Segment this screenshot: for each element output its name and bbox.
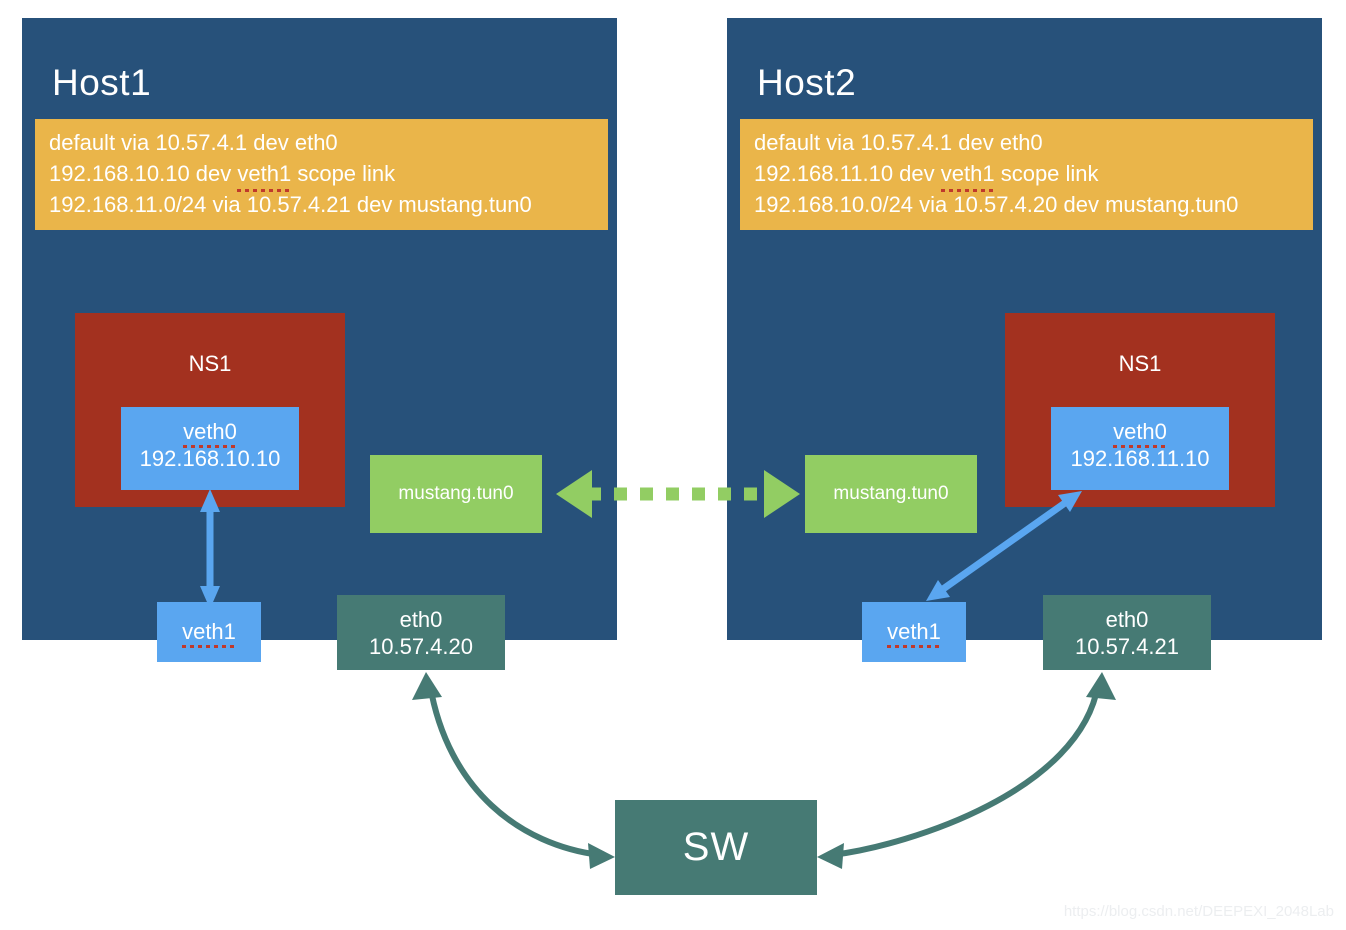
- switch-label: SW: [682, 825, 750, 869]
- host2-veth1-interface: veth1: [862, 602, 966, 662]
- spellcheck-underline-veth1: veth1: [887, 619, 941, 648]
- interface-address: 10.57.4.21: [1075, 634, 1179, 659]
- route-line: 192.168.11.10 dev veth1 scope link: [754, 158, 1301, 192]
- host1-veth1-interface: veth1: [157, 602, 261, 662]
- tunnel-label: mustang.tun0: [398, 483, 514, 504]
- interface-name: veth0: [121, 419, 299, 448]
- interface-name: veth0: [1051, 419, 1229, 448]
- interface-name: eth0: [1105, 607, 1149, 632]
- interface-address: 10.57.4.20: [369, 634, 473, 659]
- route-line: default via 10.57.4.1 dev eth0: [754, 130, 1043, 155]
- spellcheck-underline-veth1: veth1: [237, 158, 291, 192]
- host2-mustang-tun0-interface: mustang.tun0: [805, 455, 977, 533]
- spellcheck-underline-veth0: veth0: [183, 419, 237, 448]
- tunnel-label: mustang.tun0: [833, 483, 949, 504]
- host2-title: Host2: [757, 62, 857, 103]
- interface-name: eth0: [399, 607, 443, 632]
- namespace-label: NS1: [1118, 351, 1162, 376]
- route-line: default via 10.57.4.1 dev eth0: [49, 130, 338, 155]
- host1-title: Host1: [52, 62, 152, 103]
- watermark-text: https://blog.csdn.net/DEEPEXI_2048Lab: [1063, 903, 1334, 920]
- host1-switch-link-arrow: [412, 672, 615, 869]
- host2-routing-table: default via 10.57.4.1 dev eth0 192.168.1…: [740, 119, 1313, 230]
- spellcheck-underline-veth1: veth1: [940, 158, 995, 192]
- host1-veth0-interface: veth0 192.168.10.10: [121, 407, 299, 490]
- spellcheck-underline-veth0: veth0: [1113, 419, 1167, 448]
- route-line: 192.168.11.0/24 via 10.57.4.21 dev musta…: [49, 192, 532, 217]
- interface-address: 192.168.11.10: [1070, 446, 1210, 471]
- namespace-label: NS1: [188, 351, 232, 376]
- host2-eth0-interface: eth0 10.57.4.21: [1043, 595, 1211, 670]
- host1-routing-table: default via 10.57.4.1 dev eth0 192.168.1…: [35, 119, 608, 230]
- spellcheck-underline-veth1: veth1: [182, 619, 236, 648]
- host1-mustang-tun0-interface: mustang.tun0: [370, 455, 542, 533]
- interface-address: 192.168.10.10: [139, 446, 281, 471]
- route-line: 192.168.10.10 dev veth1 scope link: [49, 158, 596, 192]
- host1-eth0-interface: eth0 10.57.4.20: [337, 595, 505, 670]
- route-line: 192.168.10.0/24 via 10.57.4.20 dev musta…: [754, 192, 1239, 217]
- host2-switch-link-arrow: [817, 672, 1116, 869]
- host2-veth0-interface: veth0 192.168.11.10: [1051, 407, 1229, 490]
- switch-node: SW: [615, 800, 817, 895]
